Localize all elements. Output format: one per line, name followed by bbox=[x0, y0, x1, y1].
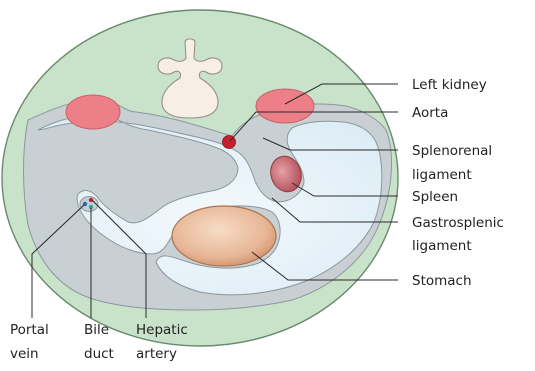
label-hepatic-artery-line1: Hepatic bbox=[136, 322, 188, 338]
label-splenorenal-line2: ligament bbox=[412, 167, 472, 183]
label-gastrosplenic-line2: ligament bbox=[412, 238, 472, 254]
label-stomach: Stomach bbox=[412, 273, 472, 289]
kidney-right bbox=[66, 95, 120, 129]
label-bile-duct-line2: duct bbox=[84, 346, 114, 362]
label-aorta: Aorta bbox=[412, 105, 448, 121]
label-portal-vein-line1: Portal bbox=[10, 322, 49, 338]
label-portal-vein-line2: vein bbox=[10, 346, 39, 362]
label-gastrosplenic-line1: Gastrosplenic bbox=[412, 215, 504, 231]
label-splenorenal-line1: Splenorenal bbox=[412, 143, 492, 159]
label-spleen: Spleen bbox=[412, 189, 458, 205]
kidney-left bbox=[256, 89, 314, 123]
label-hepatic-artery-line2: artery bbox=[136, 346, 177, 362]
label-left-kidney: Left kidney bbox=[412, 77, 487, 93]
stomach bbox=[172, 206, 276, 266]
label-bile-duct-line1: Bile bbox=[84, 322, 109, 338]
